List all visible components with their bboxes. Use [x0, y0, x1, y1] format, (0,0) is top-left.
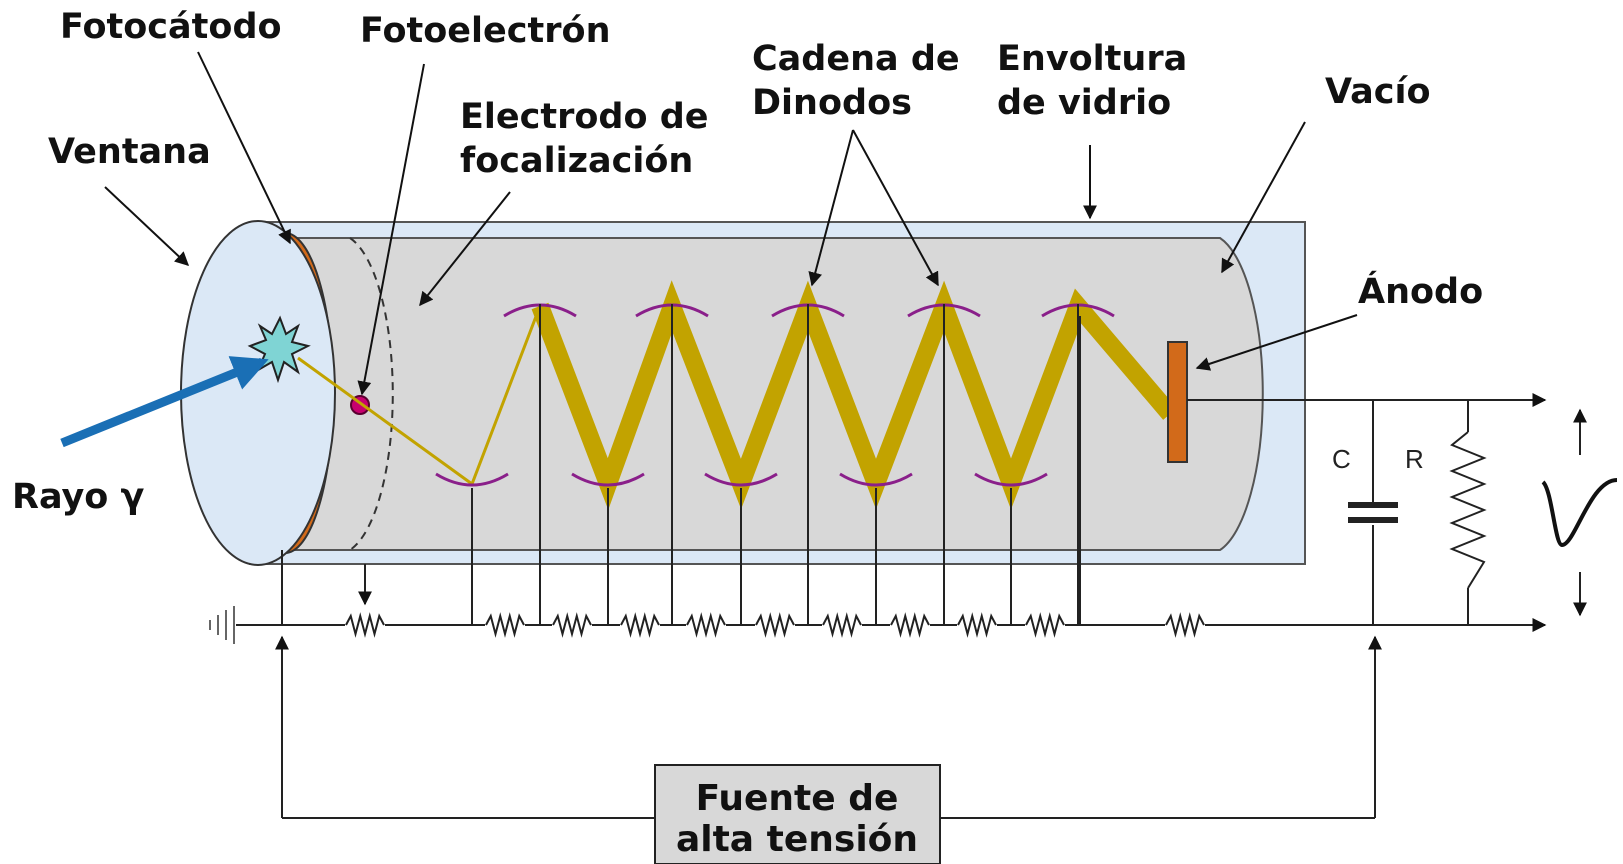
divider-resistor-3	[552, 612, 592, 638]
dynode-lower-4	[839, 472, 913, 487]
divider-resistor-11	[1165, 612, 1205, 638]
dinodos-callout-arrow-1	[808, 129, 854, 287]
divider-resistor-8	[890, 612, 930, 638]
dynode-lower-3	[704, 472, 778, 487]
fotocatodo-callout-arrow	[197, 51, 291, 245]
divider-resistor-7	[822, 612, 862, 638]
divider-resistors	[345, 612, 1205, 638]
label-electrodo-line2: focalización	[460, 141, 693, 181]
dynode-lower-2	[571, 472, 645, 487]
label-fotoelectron: Fotoelectrón	[360, 11, 611, 51]
label-envoltura-line1: Envoltura	[997, 39, 1187, 79]
hv-supply-box	[654, 764, 941, 864]
fotoelectron-callout-arrow	[357, 63, 425, 396]
ventana-callout-arrow	[104, 186, 190, 266]
label-vacio: Vacío	[1325, 72, 1431, 112]
output-pulse	[1541, 408, 1618, 617]
divider-resistor-10	[1025, 612, 1065, 638]
label-rayo: Rayo γ	[12, 477, 145, 517]
vacio-callout-arrow	[1221, 121, 1306, 274]
hv-supply-label-line2: alta tensión	[676, 819, 918, 860]
window	[180, 220, 336, 566]
divider-resistor-4	[620, 612, 660, 638]
anodo-callout-arrow	[1195, 314, 1358, 371]
focusing-electrode	[349, 237, 394, 551]
label-electrodo-line1: Electrodo de	[460, 97, 709, 137]
label-fotocatodo: Fotocátodo	[60, 7, 282, 47]
anode	[1167, 341, 1188, 463]
ground-icon	[209, 606, 235, 644]
divider-resistor-6	[755, 612, 795, 638]
dynode-wires	[471, 304, 1079, 625]
dinodos-callout-arrow-2	[852, 129, 939, 287]
label-cadena-line1: Cadena de	[752, 39, 960, 79]
divider-resistor-2	[485, 612, 525, 638]
label-envoltura-line2: de vidrio	[997, 83, 1171, 123]
label-cadena-line2: Dinodos	[752, 83, 912, 123]
label-capacitor: C	[1332, 444, 1351, 474]
dynode-lower-5	[974, 472, 1048, 487]
electrodo-callout-arrow	[419, 191, 511, 307]
electron-path-thick	[531, 280, 1177, 510]
divider-resistor-5	[686, 612, 726, 638]
divider-resistor-1	[345, 612, 385, 638]
label-ventana: Ventana	[48, 132, 211, 172]
hv-supply-label-line1: Fuente de	[696, 778, 899, 819]
divider-resistor-9	[957, 612, 997, 638]
dynode-lower-1	[435, 472, 509, 487]
label-anodo: Ánodo	[1358, 270, 1483, 312]
output-resistor	[1449, 431, 1487, 589]
gamma-ray-arrow	[60, 356, 269, 448]
capacitor	[1348, 502, 1398, 523]
label-resistor: R	[1405, 444, 1424, 474]
